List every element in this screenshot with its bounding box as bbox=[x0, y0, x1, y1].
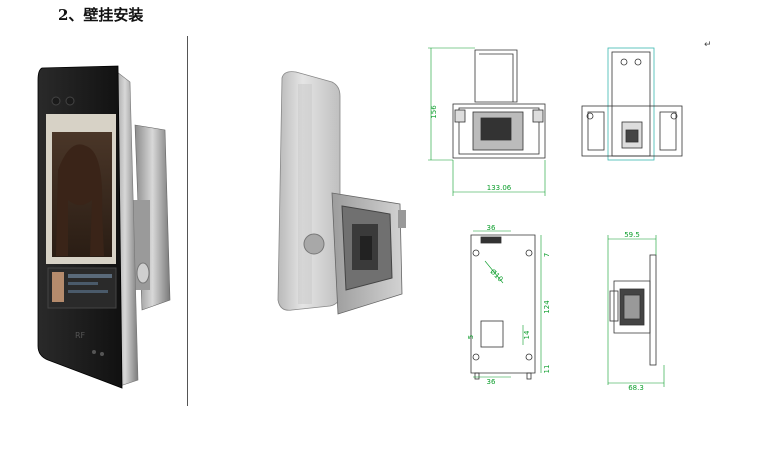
dim-hole-dia: Ø10 bbox=[488, 268, 504, 284]
dim-height: 156 bbox=[430, 105, 438, 119]
dim-mid: 14 bbox=[523, 330, 531, 339]
dim-right-top: 7 bbox=[543, 253, 551, 257]
pointer-icon: ↵ bbox=[704, 40, 712, 50]
section-heading: 2、壁挂安装 bbox=[58, 6, 144, 24]
terminal-photo: RF bbox=[37, 65, 171, 389]
dim-lower-width: 36 bbox=[487, 378, 496, 385]
dim-side-bottom: 68.3 bbox=[628, 384, 644, 392]
divider-line bbox=[187, 36, 188, 406]
dim-right-bottom: 11 bbox=[543, 365, 551, 374]
back-view-drawing bbox=[581, 47, 683, 161]
bracket-photo bbox=[277, 71, 406, 315]
dim-width: 133.06 bbox=[487, 184, 512, 192]
dim-total-height: 124 bbox=[543, 300, 551, 314]
dim-top-width: 36 bbox=[487, 225, 496, 232]
front-view-drawing: 156 133.06 bbox=[428, 47, 546, 196]
bracket-dimension-drawing: 36 Ø10 124 14 5 36 7 11 bbox=[467, 225, 551, 385]
side-view-drawing: 59.5 68.3 bbox=[607, 231, 665, 392]
dim-side-top: 59.5 bbox=[624, 231, 640, 239]
rf-logo: RF bbox=[75, 331, 86, 340]
dim-small: 5 bbox=[467, 335, 475, 339]
